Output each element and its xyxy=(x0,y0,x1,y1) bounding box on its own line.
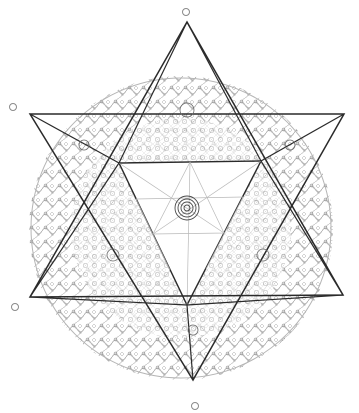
resize-handle-bottom[interactable] xyxy=(192,403,199,410)
resize-handle-top[interactable] xyxy=(183,9,190,16)
resize-handle-left-lower[interactable] xyxy=(12,304,19,311)
resize-handle-left-upper[interactable] xyxy=(10,104,17,111)
